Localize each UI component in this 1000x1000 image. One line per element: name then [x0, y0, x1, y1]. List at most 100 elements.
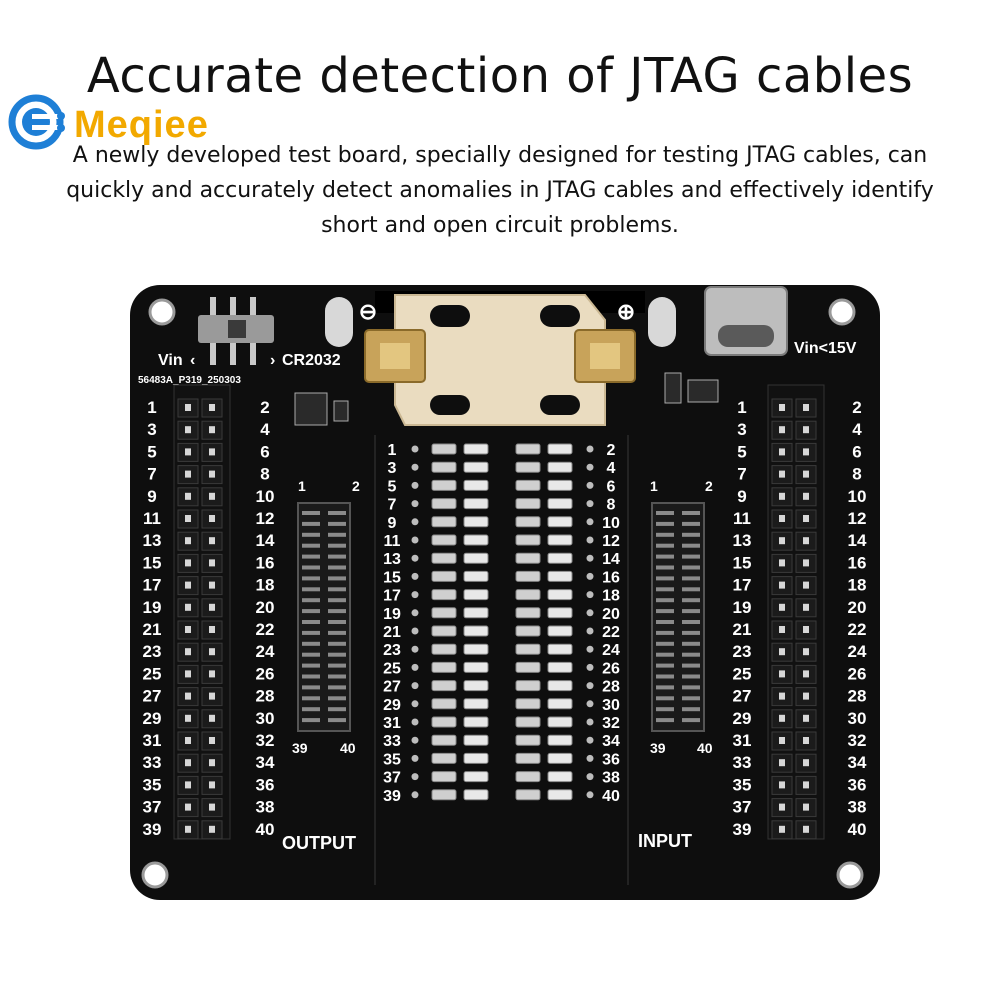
right-pin-odd-label: 15 [733, 553, 752, 572]
left-pin-odd-label: 37 [143, 798, 162, 817]
right-pin-odd-label: 9 [737, 487, 746, 506]
left-pin-even-label: 28 [256, 687, 275, 706]
led-pin-even-label: 8 [607, 497, 616, 514]
left-pin-even-label: 26 [256, 664, 275, 683]
led-pin-odd-label: 7 [388, 497, 397, 514]
led-pin-odd-label: 17 [383, 588, 401, 605]
left-pin-odd-label: 33 [143, 753, 162, 772]
smd-components [294, 372, 719, 426]
left-pin-even-label: 40 [256, 820, 275, 839]
input-conn-label-2: 2 [705, 478, 713, 494]
led-pin-even-label: 26 [602, 660, 620, 677]
left-pin-even-label: 16 [256, 553, 275, 572]
right-pin-even-label: 36 [848, 775, 867, 794]
led-indicator-grid [411, 443, 594, 801]
left-pin-even-label: 32 [256, 731, 275, 750]
right-pin-even-label: 12 [848, 509, 867, 528]
right-pin-odd-label: 35 [733, 775, 752, 794]
left-pin-even-label: 4 [260, 420, 270, 439]
led-pin-odd-label: 5 [388, 478, 397, 495]
led-pin-even-label: 38 [602, 770, 620, 787]
led-pin-even-label: 2 [607, 442, 616, 459]
right-pin-odd-label: 13 [733, 531, 752, 550]
left-pin-odd-label: 19 [143, 598, 162, 617]
output-conn-label-40: 40 [340, 740, 356, 756]
right-pin-odd-label: 25 [733, 664, 752, 683]
left-pin-odd-label: 17 [143, 576, 162, 595]
right-pin-even-label: 24 [848, 642, 867, 661]
led-pin-even-label: 6 [607, 478, 616, 495]
left-pin-even-label: 6 [260, 442, 269, 461]
left-pin-odd-label: 25 [143, 664, 162, 683]
left-pin-odd-label: 39 [143, 820, 162, 839]
right-pin-odd-label: 3 [737, 420, 746, 439]
led-pin-even-label: 36 [602, 751, 620, 768]
left-pin-even-label: 30 [256, 709, 275, 728]
switch-cr2032-label: CR2032 [282, 352, 341, 369]
output-conn-label-39: 39 [292, 740, 308, 756]
right-pin-odd-label: 39 [733, 820, 752, 839]
power-switch[interactable] [198, 297, 274, 365]
right-pin-even-label: 14 [848, 531, 867, 550]
led-pin-odd-label: 13 [383, 551, 401, 568]
led-pin-even-label: 14 [602, 551, 620, 568]
part-number: 56483A_P319_250303 [138, 375, 241, 386]
input-conn-label-1: 1 [650, 478, 658, 494]
left-pin-odd-label: 5 [147, 442, 156, 461]
led-pin-odd-label: 3 [388, 460, 397, 477]
right-pin-odd-label: 29 [733, 709, 752, 728]
led-pin-odd-label: 39 [383, 788, 401, 805]
right-pin-even-label: 18 [848, 576, 867, 595]
right-pin-odd-label: 19 [733, 598, 752, 617]
right-pin-even-label: 10 [848, 487, 867, 506]
led-pin-even-label: 22 [602, 624, 620, 641]
left-pin-odd-label: 1 [147, 398, 156, 417]
left-pin-even-label: 36 [256, 775, 275, 794]
right-pin-even-label: 38 [848, 798, 867, 817]
left-pin-odd-label: 29 [143, 709, 162, 728]
usb-c-port[interactable] [704, 286, 788, 356]
right-pin-even-label: 40 [848, 820, 867, 839]
right-pin-even-label: 4 [852, 420, 862, 439]
led-pin-even-label: 10 [602, 515, 620, 532]
left-pin-even-label: 20 [256, 598, 275, 617]
vin-limit-label: Vin<15V [794, 340, 857, 357]
led-pin-even-label: 34 [602, 733, 620, 750]
headline: Accurate detection of JTAG cables [86, 48, 914, 104]
led-pin-odd-label: 19 [383, 606, 401, 623]
right-pin-odd-label: 23 [733, 642, 752, 661]
battery-minus-pad [325, 297, 353, 347]
led-pin-odd-label: 27 [383, 679, 401, 696]
output-conn-label-2: 2 [352, 478, 360, 494]
right-pin-even-label: 16 [848, 553, 867, 572]
led-pin-odd-label: 31 [383, 715, 401, 732]
output-conn-label-1: 1 [298, 478, 306, 494]
right-pin-even-label: 8 [852, 465, 861, 484]
input-fpc-connector[interactable] [651, 502, 705, 732]
led-pin-even-label: 30 [602, 697, 620, 714]
input-conn-label-40: 40 [697, 740, 713, 756]
description: A newly developed test board, specially … [66, 143, 934, 238]
pcb [130, 285, 880, 900]
switch-right-arrow-icon: › [270, 352, 275, 369]
led-pin-even-label: 40 [602, 788, 620, 805]
coin-cell-holder [364, 291, 645, 426]
left-pin-odd-label: 15 [143, 553, 162, 572]
right-pin-even-label: 26 [848, 664, 867, 683]
input-label: INPUT [638, 831, 692, 851]
right-pin-odd-label: 27 [733, 687, 752, 706]
jtag-test-board: Vin ‹ › CR2032 56483A_P319_250303 ⊖ ⊕ Vi… [130, 285, 880, 900]
left-pin-odd-label: 35 [143, 775, 162, 794]
led-pin-odd-label: 15 [383, 569, 401, 586]
circuit-logo-icon [8, 94, 65, 150]
plus-icon: ⊕ [617, 299, 635, 324]
led-pin-odd-label: 1 [388, 442, 397, 459]
output-fpc-connector[interactable] [297, 502, 351, 732]
right-pin-odd-label: 1 [737, 398, 746, 417]
left-pin-odd-label: 7 [147, 465, 156, 484]
left-pin-odd-label: 9 [147, 487, 156, 506]
left-pin-even-label: 22 [256, 620, 275, 639]
